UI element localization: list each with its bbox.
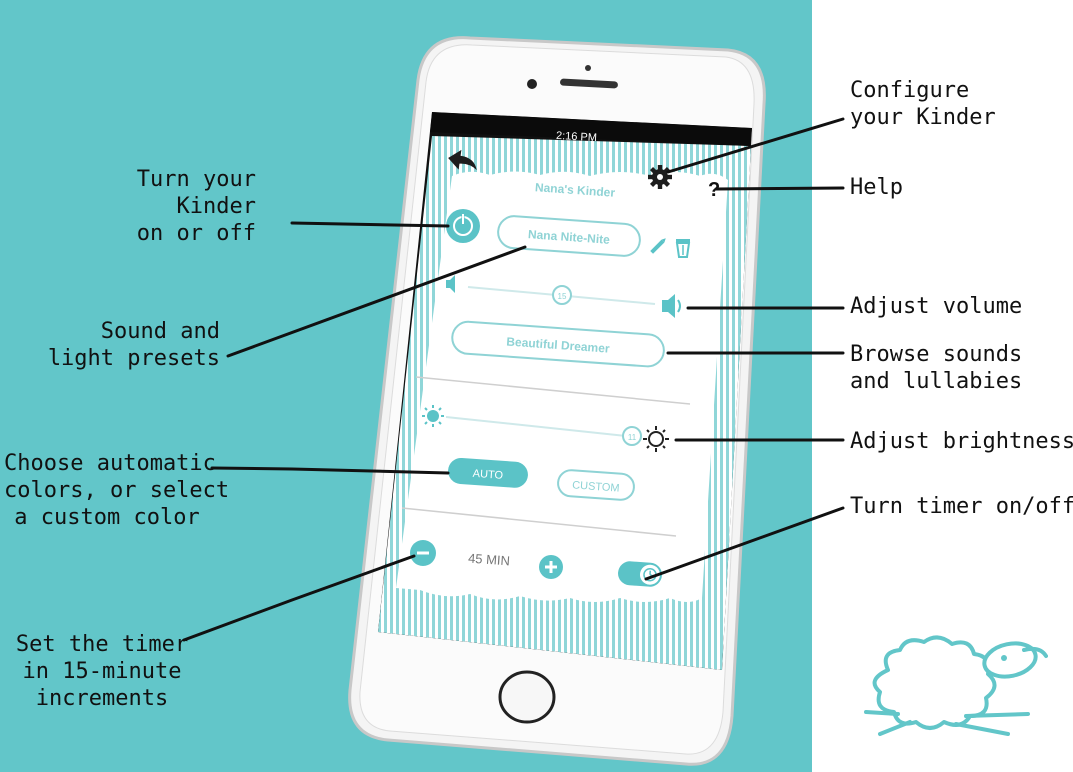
- callout-text: Adjust volume: [850, 294, 1023, 319]
- callout-text: Browse sounds: [850, 342, 1023, 367]
- plus-icon[interactable]: [539, 555, 563, 579]
- earpiece: [560, 78, 618, 89]
- callout-text: colors, or select: [4, 478, 230, 503]
- callout-help: Help: [850, 174, 903, 201]
- custom-color-button[interactable]: CUSTOM: [557, 469, 635, 501]
- callout-colors: Choose automatic colors, or select a cus…: [4, 450, 230, 531]
- volume-thumb[interactable]: 15: [552, 285, 572, 305]
- callout-configure: Configure your Kinder: [850, 77, 996, 131]
- auto-color-button[interactable]: AUTO: [447, 457, 529, 489]
- brightness-value: 11: [628, 433, 637, 442]
- custom-label: CUSTOM: [572, 479, 620, 494]
- timer-toggle-icon[interactable]: [617, 560, 663, 587]
- callout-browse: Browse sounds and lullabies: [850, 341, 1022, 395]
- back-arrow-icon[interactable]: [447, 148, 479, 172]
- brightness-thumb[interactable]: 11: [622, 426, 642, 446]
- sun-dim-icon: [422, 405, 444, 427]
- callout-text: light presets: [47, 346, 220, 371]
- callout-text: Turn your: [136, 167, 256, 192]
- minus-icon[interactable]: [410, 540, 436, 566]
- callout-volume: Adjust volume: [850, 293, 1022, 320]
- callout-text: Help: [850, 175, 903, 200]
- callout-text: Sound and: [100, 319, 220, 344]
- callout-text: Choose automatic: [4, 451, 216, 476]
- callout-text: on or off: [136, 221, 256, 246]
- callout-timer-toggle: Turn timer on/off: [850, 493, 1073, 520]
- callout-text: increments: [35, 686, 169, 711]
- divider: [415, 376, 691, 405]
- callout-text: Adjust brightness: [850, 429, 1073, 454]
- auto-label: AUTO: [472, 468, 504, 482]
- help-icon[interactable]: ?: [708, 179, 720, 201]
- power-button[interactable]: [446, 209, 480, 243]
- callout-power: Turn your Kinder on or off: [137, 166, 256, 247]
- preset-name: Nana Nite-Nite: [528, 227, 611, 247]
- front-camera: [527, 79, 537, 89]
- callout-presets: Sound and light presets: [48, 318, 220, 372]
- divider: [401, 507, 677, 537]
- callout-timer-set: Set the timer in 15-minute increments: [14, 631, 190, 712]
- sheep-icon: [864, 635, 1048, 736]
- callout-text: Kinder: [176, 194, 256, 219]
- gear-icon[interactable]: [648, 165, 672, 189]
- preset-selector[interactable]: Nana Nite-Nite: [497, 215, 641, 257]
- home-button[interactable]: [498, 670, 556, 724]
- speaker-high-icon: [662, 294, 681, 318]
- volume-value: 15: [558, 292, 567, 301]
- callout-brightness: Adjust brightness: [850, 428, 1073, 455]
- status-time: 2:16 PM: [555, 129, 598, 145]
- callout-text: Set the timer: [15, 632, 189, 657]
- callout-text: Turn timer on/off: [850, 494, 1073, 519]
- device-title: Nana's Kinder: [535, 180, 616, 200]
- trash-icon[interactable]: [675, 239, 691, 258]
- brightness-slider[interactable]: 11: [445, 416, 642, 446]
- callout-text: a custom color: [14, 505, 200, 530]
- callout-text: your Kinder: [850, 105, 996, 130]
- callout-text: and lullabies: [850, 369, 1023, 394]
- callout-text: in 15-minute: [22, 659, 182, 684]
- timer-value: 45 MIN: [468, 551, 511, 569]
- sun-bright-icon: [643, 426, 669, 452]
- callout-text: Configure: [850, 78, 970, 103]
